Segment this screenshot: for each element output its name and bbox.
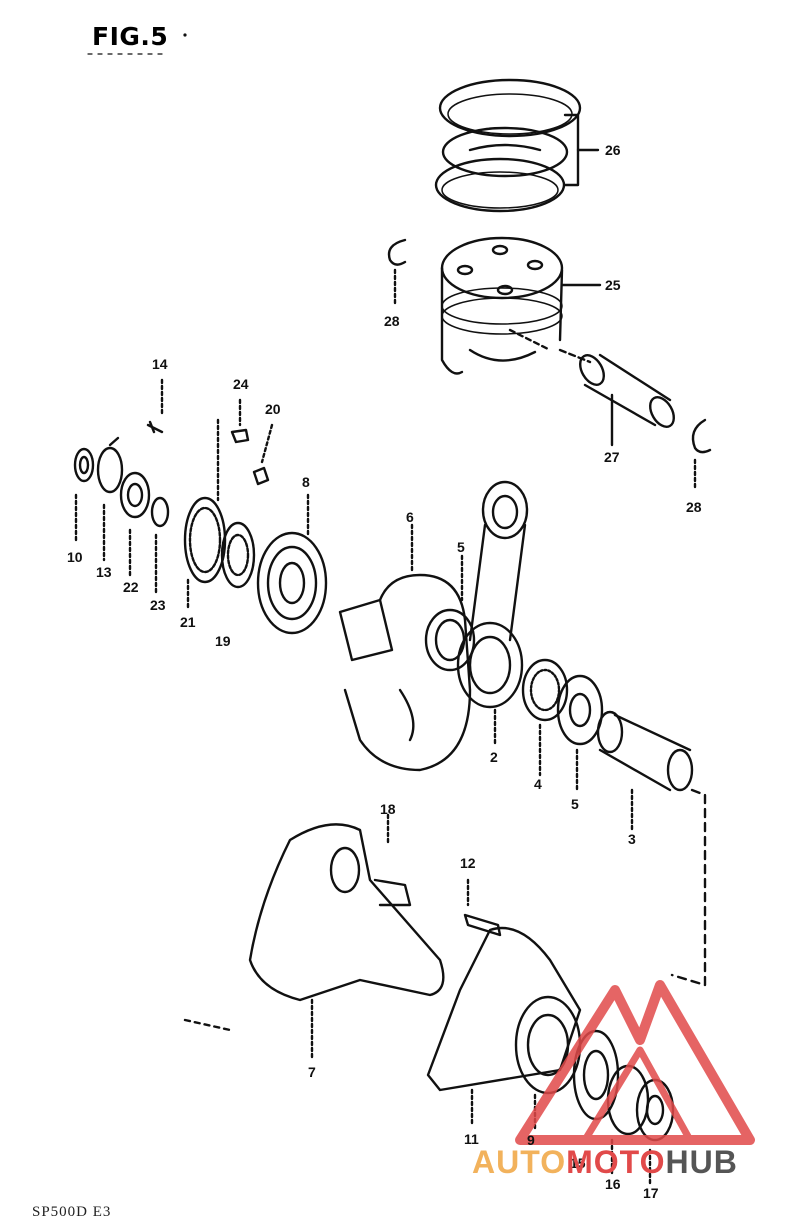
watermark-moto: MOTO [566,1144,666,1180]
watermark-auto: AUTO [472,1144,567,1180]
callout-25: 25 [605,277,621,293]
callout-22: 22 [123,579,139,595]
watermark-text: AUTOMOTOHUB [472,1144,738,1181]
callout-5-lower: 5 [571,796,579,812]
callout-2: 2 [490,749,498,765]
watermark-hub: HUB [665,1144,738,1180]
connecting-rod [456,480,529,747]
callout-16: 16 [605,1176,621,1192]
crank-bearing-left [256,493,328,635]
callout-13: 13 [96,564,112,580]
callout-28-right: 28 [686,499,702,515]
callout-9: 9 [527,1132,535,1148]
callout-14: 14 [152,356,168,372]
piston-pin [558,348,675,447]
callout-5-upper: 5 [457,539,465,555]
title-underline [87,33,187,55]
bearing-plate [426,878,582,1127]
watermark-logo [515,980,755,1145]
callout-21: 21 [180,614,196,630]
crankshaft-left-half [183,813,445,1062]
callout-11: 11 [464,1131,479,1147]
callout-18: 18 [380,801,396,817]
callout-24: 24 [233,376,249,392]
callout-26: 26 [605,142,621,158]
crankshaft-right-half [338,523,476,772]
crank-pin-assembly [521,658,707,987]
piston-pin-circlips [387,238,712,492]
callout-15: 15 [570,1155,586,1171]
piston [440,236,602,375]
callout-28-left: 28 [384,313,400,329]
callout-20: 20 [265,401,281,417]
model-code: SP500D E3 [32,1204,112,1220]
callout-4: 4 [534,776,542,792]
callout-8: 8 [302,474,310,490]
left-small-parts [73,378,274,597]
callout-3: 3 [628,831,636,847]
piston-rings [434,78,600,213]
callout-27: 27 [604,449,620,465]
primary-gears [183,418,256,612]
figure-title: FIG.5 [92,22,169,51]
callout-23: 23 [150,597,166,613]
callout-17: 17 [643,1185,659,1201]
callout-12: 12 [460,855,476,871]
callout-10: 10 [67,549,83,565]
callout-19: 19 [215,633,231,649]
callout-6: 6 [406,509,414,525]
callout-7: 7 [308,1064,316,1080]
